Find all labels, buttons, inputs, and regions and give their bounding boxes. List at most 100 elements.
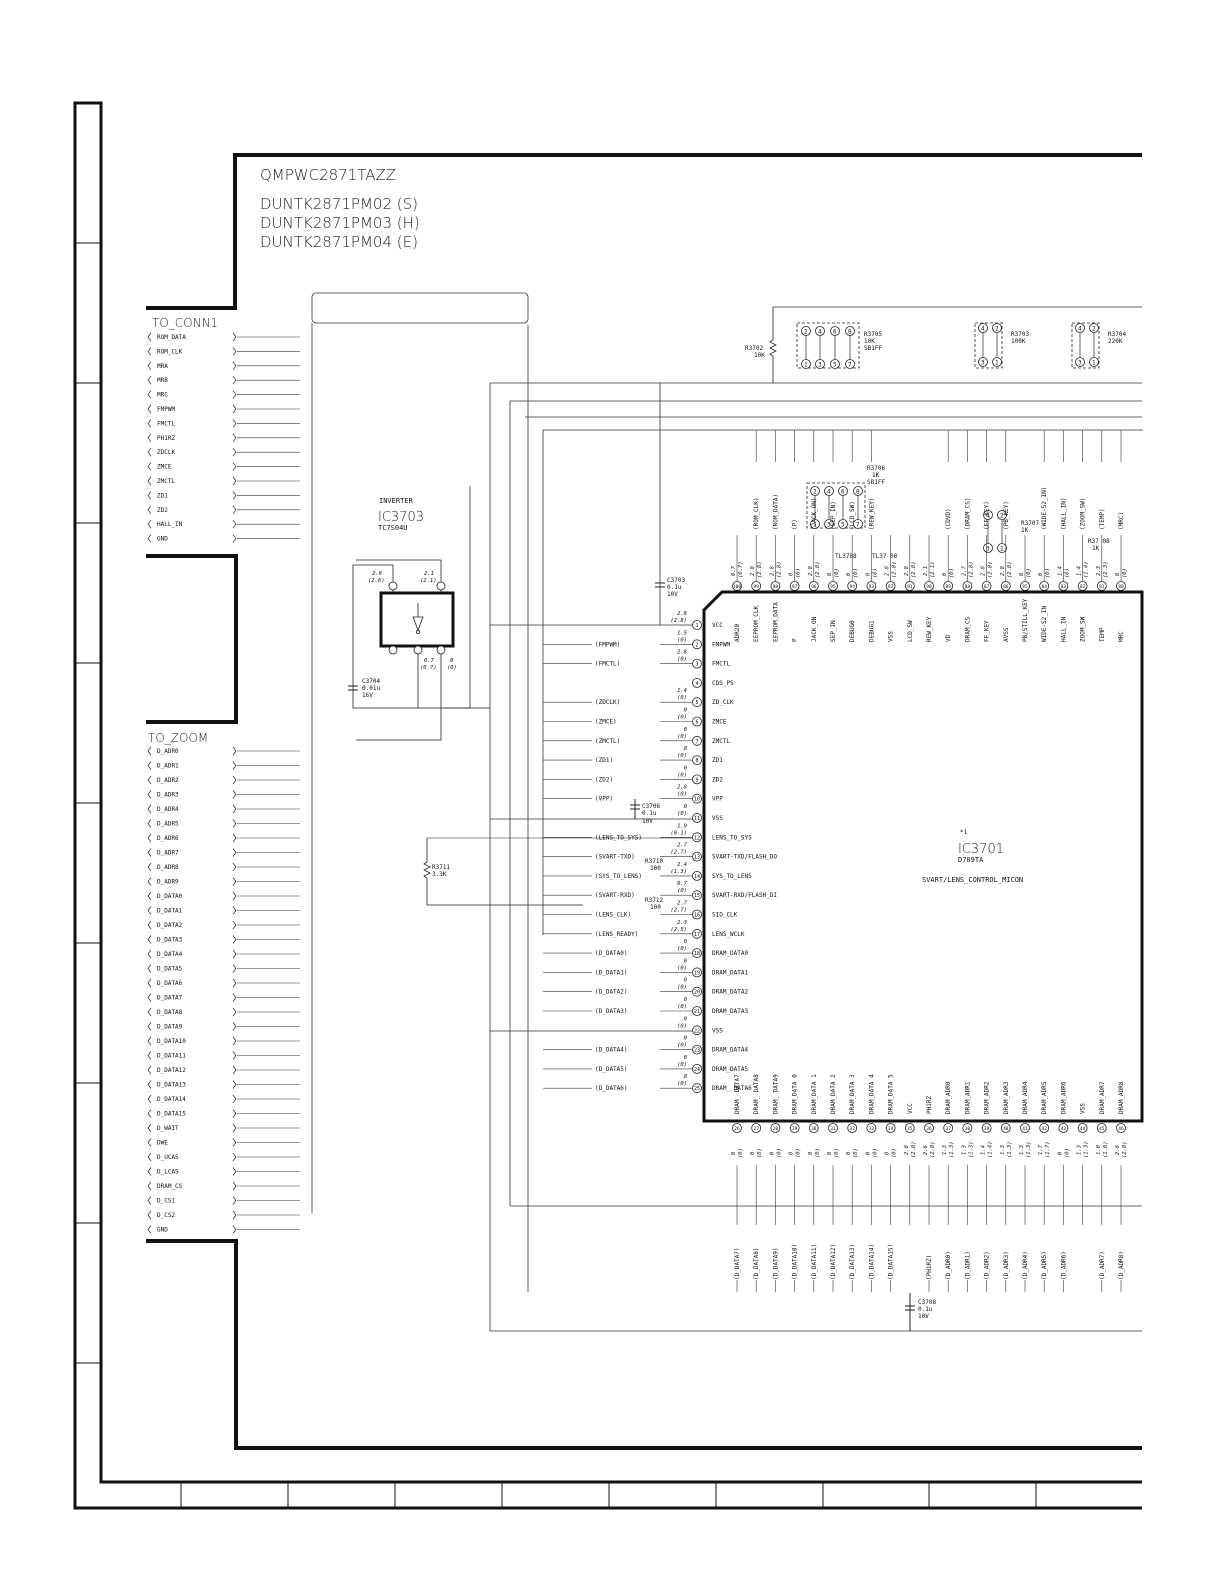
ic3703-body: [379, 591, 455, 648]
pin-voltage-pb: (2.8): [930, 1141, 936, 1158]
pin-circle: [732, 1123, 742, 1133]
connector-pin-label: D_CS1: [157, 1198, 175, 1205]
sheet-frame: [73, 101, 1142, 1510]
pin-voltage: 0: [827, 1151, 833, 1155]
pin-circle: [692, 793, 702, 804]
c3706-val: 0.1u: [642, 810, 657, 817]
connector-bracket-right: [232, 390, 237, 399]
resistor-pin-number: 3: [818, 362, 822, 369]
pin-name: DRAM_ADR8: [1118, 1081, 1125, 1114]
ic3703-v2: 0: [450, 658, 454, 664]
pin-voltage-pb: (2.8): [911, 1141, 917, 1158]
pin-number: 96: [811, 584, 817, 590]
conn1-connector: ROM_DATAROM_CLKMRAMRBMRCFMPWMFMCTLPH1RZZ…: [147, 332, 300, 543]
pin-name: DRAM_ DATA6: [712, 1085, 752, 1092]
conn1-pin: ZD1: [147, 491, 300, 500]
resistor-pin-circle: [978, 323, 988, 333]
connector-bracket-right: [232, 862, 237, 872]
connector-pin-label: D_DATA1: [157, 908, 183, 915]
resistor-pin-number: 3: [986, 546, 990, 553]
pin-circle: [692, 909, 702, 920]
connector-bracket-left: [147, 1080, 152, 1089]
conn1-pin: ZD2: [147, 505, 300, 515]
pin-number: 44: [1080, 1126, 1086, 1132]
ic3703-v5b: (2.8): [368, 578, 385, 584]
resistor-pin-number: 6: [833, 329, 837, 336]
pin-number: 6: [695, 720, 698, 726]
pin-name: DRAM_DATA 4: [868, 1074, 875, 1114]
pin-number: 26: [734, 1126, 740, 1132]
pin-number: 11: [694, 816, 700, 822]
resistor-pin-number: 2: [813, 489, 817, 496]
connector-bracket-right: [232, 375, 237, 385]
zoom-pin: D_DATA14: [147, 1094, 300, 1104]
resistor-pin-number: 7: [856, 522, 860, 529]
pin-number: 82: [1080, 584, 1086, 590]
r3706-val: 1K: [872, 472, 880, 479]
net-label: (ROM_DATA): [772, 494, 779, 530]
net-label: (PB_KEY): [1003, 501, 1010, 530]
c3704-v: 16V: [362, 692, 373, 699]
pin-number: 32: [849, 1126, 855, 1132]
pin-name: DRAM_DATA2: [712, 989, 749, 996]
pin-voltage: 2.8: [769, 565, 775, 576]
pin-voltage-pb: (2.8): [815, 561, 821, 578]
pin-name: ZD2: [712, 776, 723, 783]
pin-voltage: 1.4: [677, 688, 687, 694]
top-resistor-networks: [769, 307, 1100, 529]
pin-voltage-pb: (0): [872, 1148, 878, 1158]
pin-name: REW_KEY: [926, 616, 933, 642]
pin-voltage-pb: (0): [677, 753, 687, 759]
zoom-pin: D_ADR8: [147, 862, 300, 872]
connector-bracket-left: [147, 390, 152, 399]
net-label: (ZMCTL): [595, 738, 620, 745]
pin-number: 83: [1061, 584, 1067, 590]
net-label: (PH1RZ): [926, 1255, 933, 1280]
net-label: (ZMCE): [595, 719, 617, 726]
resistor-pin-circle: [815, 359, 825, 369]
pin-voltage: 2.8: [885, 565, 891, 576]
pin-name: AVSS: [1003, 627, 1010, 642]
connector-pin-label: ZMCE: [157, 464, 172, 471]
pin-circle: [692, 755, 702, 765]
net-label: (D_DATA9): [772, 1247, 779, 1280]
connector-pin-label: D_DATA5: [157, 966, 183, 973]
net-label: (LENS_TO_SYS): [595, 834, 642, 841]
resistor-pin-number: 1: [813, 522, 817, 529]
pin-name: ZMCTL: [712, 738, 730, 745]
pin-name: FMCTL: [712, 661, 730, 668]
connector-bracket-right: [232, 775, 237, 785]
pin-voltage: 1.3: [961, 1145, 967, 1155]
conn1-pin: FMCTL: [147, 419, 300, 428]
resistor-pin-number: 3: [1078, 360, 1082, 367]
connector-bracket-left: [147, 1036, 152, 1046]
conn1-pin: HALL_IN: [147, 519, 300, 529]
pin-voltage: 2.7: [677, 901, 688, 907]
ic3701-mark: *1: [960, 829, 968, 836]
pin-name: PH1RZ: [926, 1096, 933, 1114]
pin-number: 16: [694, 913, 700, 919]
connector-pin-label: D_ADR1: [157, 763, 179, 770]
net-label: (ZD2): [595, 776, 613, 783]
resistor-pin-circle: [801, 359, 811, 369]
pin-voltage: 0: [865, 1151, 871, 1155]
pin-voltage: 2.8: [677, 785, 688, 791]
net-label: (LENS_CLK): [595, 912, 631, 919]
pin-voltage-pb: (0): [853, 1148, 859, 1158]
connector-bracket-left: [147, 534, 152, 543]
zoom-pin: D_ADR5: [147, 819, 300, 828]
pin-voltage-pb: (0): [815, 1148, 821, 1158]
zoom-pin: D_DATA7: [147, 993, 300, 1002]
conn1-pin: MRB: [147, 375, 300, 385]
pin-number: 12: [694, 835, 700, 841]
connector-bracket-right: [232, 1036, 237, 1046]
